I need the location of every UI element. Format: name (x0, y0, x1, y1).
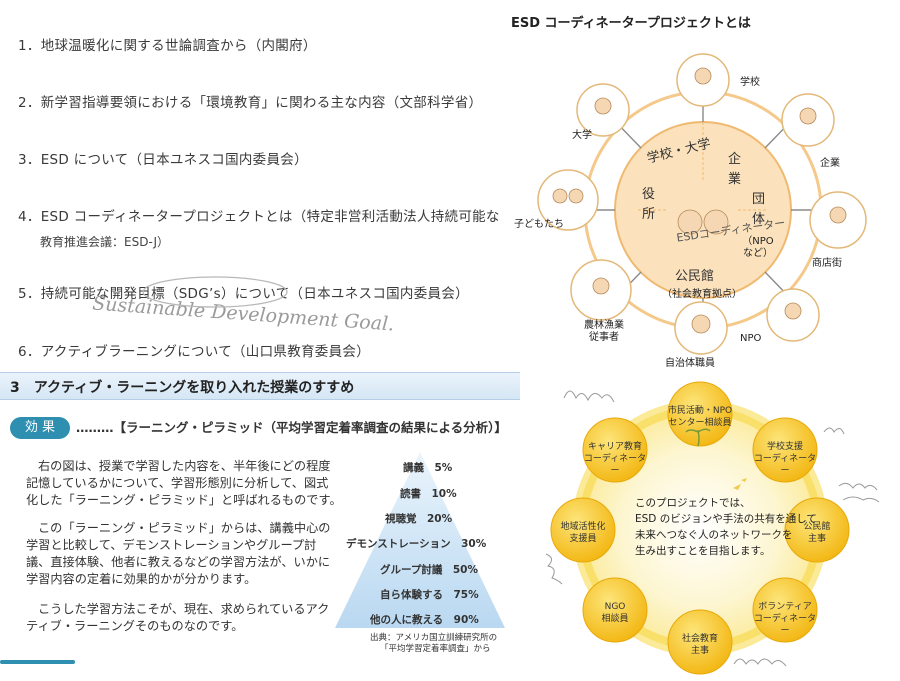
esd-diagram-title: ESD コーディネータープロジェクトとは (511, 16, 751, 31)
role-circle-social-education (667, 609, 733, 675)
pyramid-source-2: 「平均学習定着率調査」から (380, 644, 491, 654)
role-circle-regional (550, 497, 616, 563)
section-title: 3 アクティブ・ラーニングを取り入れた授業のすすめ (10, 380, 355, 396)
hub-organization: 団体 (752, 192, 766, 227)
list-item-5: 5．持続可能な開発目標（SDG’s）について（日本ユネスコ国内委員会） (18, 286, 469, 302)
label-npo: NPO (740, 333, 762, 344)
pyramid-shape (335, 452, 505, 628)
hub-social-education-base: （社会教育拠点） (662, 289, 742, 300)
list-item-2: 2．新学習指導要領における「環境教育」に関わる主な内容（文部科学省） (18, 95, 483, 111)
scribble-icon (733, 658, 787, 667)
para-line: 学習内容の定着に効果的かが分かります。 (26, 572, 257, 586)
pyramid-source-1: 出典：アメリカ国立訓練研究所の (370, 633, 498, 643)
label-shopping-street: 商店街 (812, 258, 842, 269)
para-line: 化した「ラーニング・ピラミッド」と呼ばれるものです。 (26, 493, 342, 507)
children-avatar (537, 169, 599, 231)
center-line: ESD のビジョンや手法の共有を通して (635, 513, 817, 525)
label-municipal-staff: 自治体職員 (665, 358, 715, 369)
pyramid-level-2: 読書 10% (400, 488, 457, 500)
role-circle-kominkan (784, 497, 850, 563)
center-line: 生み出すことを目指します。 (635, 545, 771, 557)
role-label-volunteer: ボランティア コーディネーター (753, 602, 817, 636)
bird-icon (733, 478, 747, 490)
label-children: 子どもたち (514, 219, 564, 230)
para-line: ティブ・ラーニングそのものなのです。 (26, 619, 244, 633)
para-line: この「ラーニング・ピラミッド」からは、講義中心の (38, 521, 331, 535)
label-farmer: 農林漁業従事者 (584, 320, 624, 343)
label-company: 企業 (820, 158, 840, 169)
footer-accent-bar (0, 660, 75, 664)
role-label-ngo: NGO 相談員 (601, 602, 629, 624)
role-circle-npo-center (667, 381, 733, 447)
hub-government: 役所 (642, 187, 656, 222)
role-circle-volunteer (752, 577, 818, 643)
list-item-4-cont: 教育推進会議：ESD-J） (40, 235, 169, 249)
center-line: このプロジェクトでは、 (635, 497, 751, 509)
pyramid-level-3: 視聴覚 20% (385, 513, 453, 525)
para-line: こうした学習方法こそが、現在、求められているアク (38, 602, 330, 616)
handwritten-circle-icon (142, 276, 288, 308)
role-label-career: キャリア教育 コーディネーター (583, 442, 647, 476)
label-university: 大学 (572, 130, 592, 141)
pyramid-level-7: 他の人に教える 90% (370, 614, 479, 626)
learning-pyramid (335, 452, 505, 628)
scribble-icon (838, 482, 880, 503)
hub-community-center: 公民館 (675, 269, 715, 284)
esd-network-diagram (537, 53, 867, 355)
pyramid-level-1: 講義 5% (403, 462, 453, 474)
coordinator-network-diagram (550, 381, 850, 675)
role-circle-career (582, 417, 648, 483)
hub-npo-etc: （NPOなど） (742, 236, 774, 259)
list-item-1: 1．地球温暖化に関する世論調査から（内閣府） (18, 38, 317, 54)
role-circle-school-support (752, 417, 818, 483)
label-school: 学校 (740, 77, 760, 88)
pyramid-level-5: グループ討議 50% (380, 564, 479, 576)
center-line: 未来へつなぐ人のネットワークを (635, 529, 793, 541)
face-icons (552, 67, 847, 334)
sprout-icon (685, 428, 711, 447)
list-item-6: 6．アクティブラーニングについて（山口県教育委員会） (18, 344, 370, 360)
pyramid-level-4: デモンストレーション 30% (346, 538, 487, 550)
role-circle-ngo (582, 577, 648, 643)
effect-heading: ………【ラーニング・ピラミッド（平均学習定着率調査の結果による分析）】 (76, 420, 507, 435)
role-circles (550, 381, 850, 675)
effect-badge: 効 果 (10, 417, 70, 439)
para-line: 学習と比較して、デモンストレーションやグループ討 (26, 538, 317, 552)
scribble-icon (545, 553, 563, 585)
hub-dividers (638, 122, 768, 211)
role-label-school-support: 学校支援 コーディネーター (753, 442, 817, 476)
scribble-icon (823, 427, 845, 435)
role-label-regional: 地域活性化 支援員 (560, 522, 606, 544)
section-header-bar: 3 アクティブ・ラーニングを取り入れた授業のすすめ (0, 372, 520, 400)
pyramid-level-6: 自ら体験する 75% (380, 589, 479, 601)
para-line: 記憶しているかについて、学習形態別に分析して、図式 (26, 476, 329, 490)
list-item-4: 4．ESD コーディネータープロジェクトとは（特定非営利活動法人持続可能な (18, 209, 500, 225)
scribble-icon (563, 390, 615, 403)
role-label-social-education: 社会教育 主事 (681, 634, 718, 656)
list-item-3: 3．ESD について（日本ユネスコ国内委員会） (18, 152, 308, 168)
para-line: 議、直接体験、他者に教えるなどの学習方法が、いかに (26, 555, 331, 569)
role-label-npo-center: 市民活動・NPO センター相談員 (667, 406, 733, 428)
hub-company: 企業 (728, 152, 742, 187)
para-line: 右の図は、授業で学習した内容を、半年後にどの程度 (38, 459, 331, 473)
role-label-kominkan: 公民館 主事 (803, 522, 831, 544)
